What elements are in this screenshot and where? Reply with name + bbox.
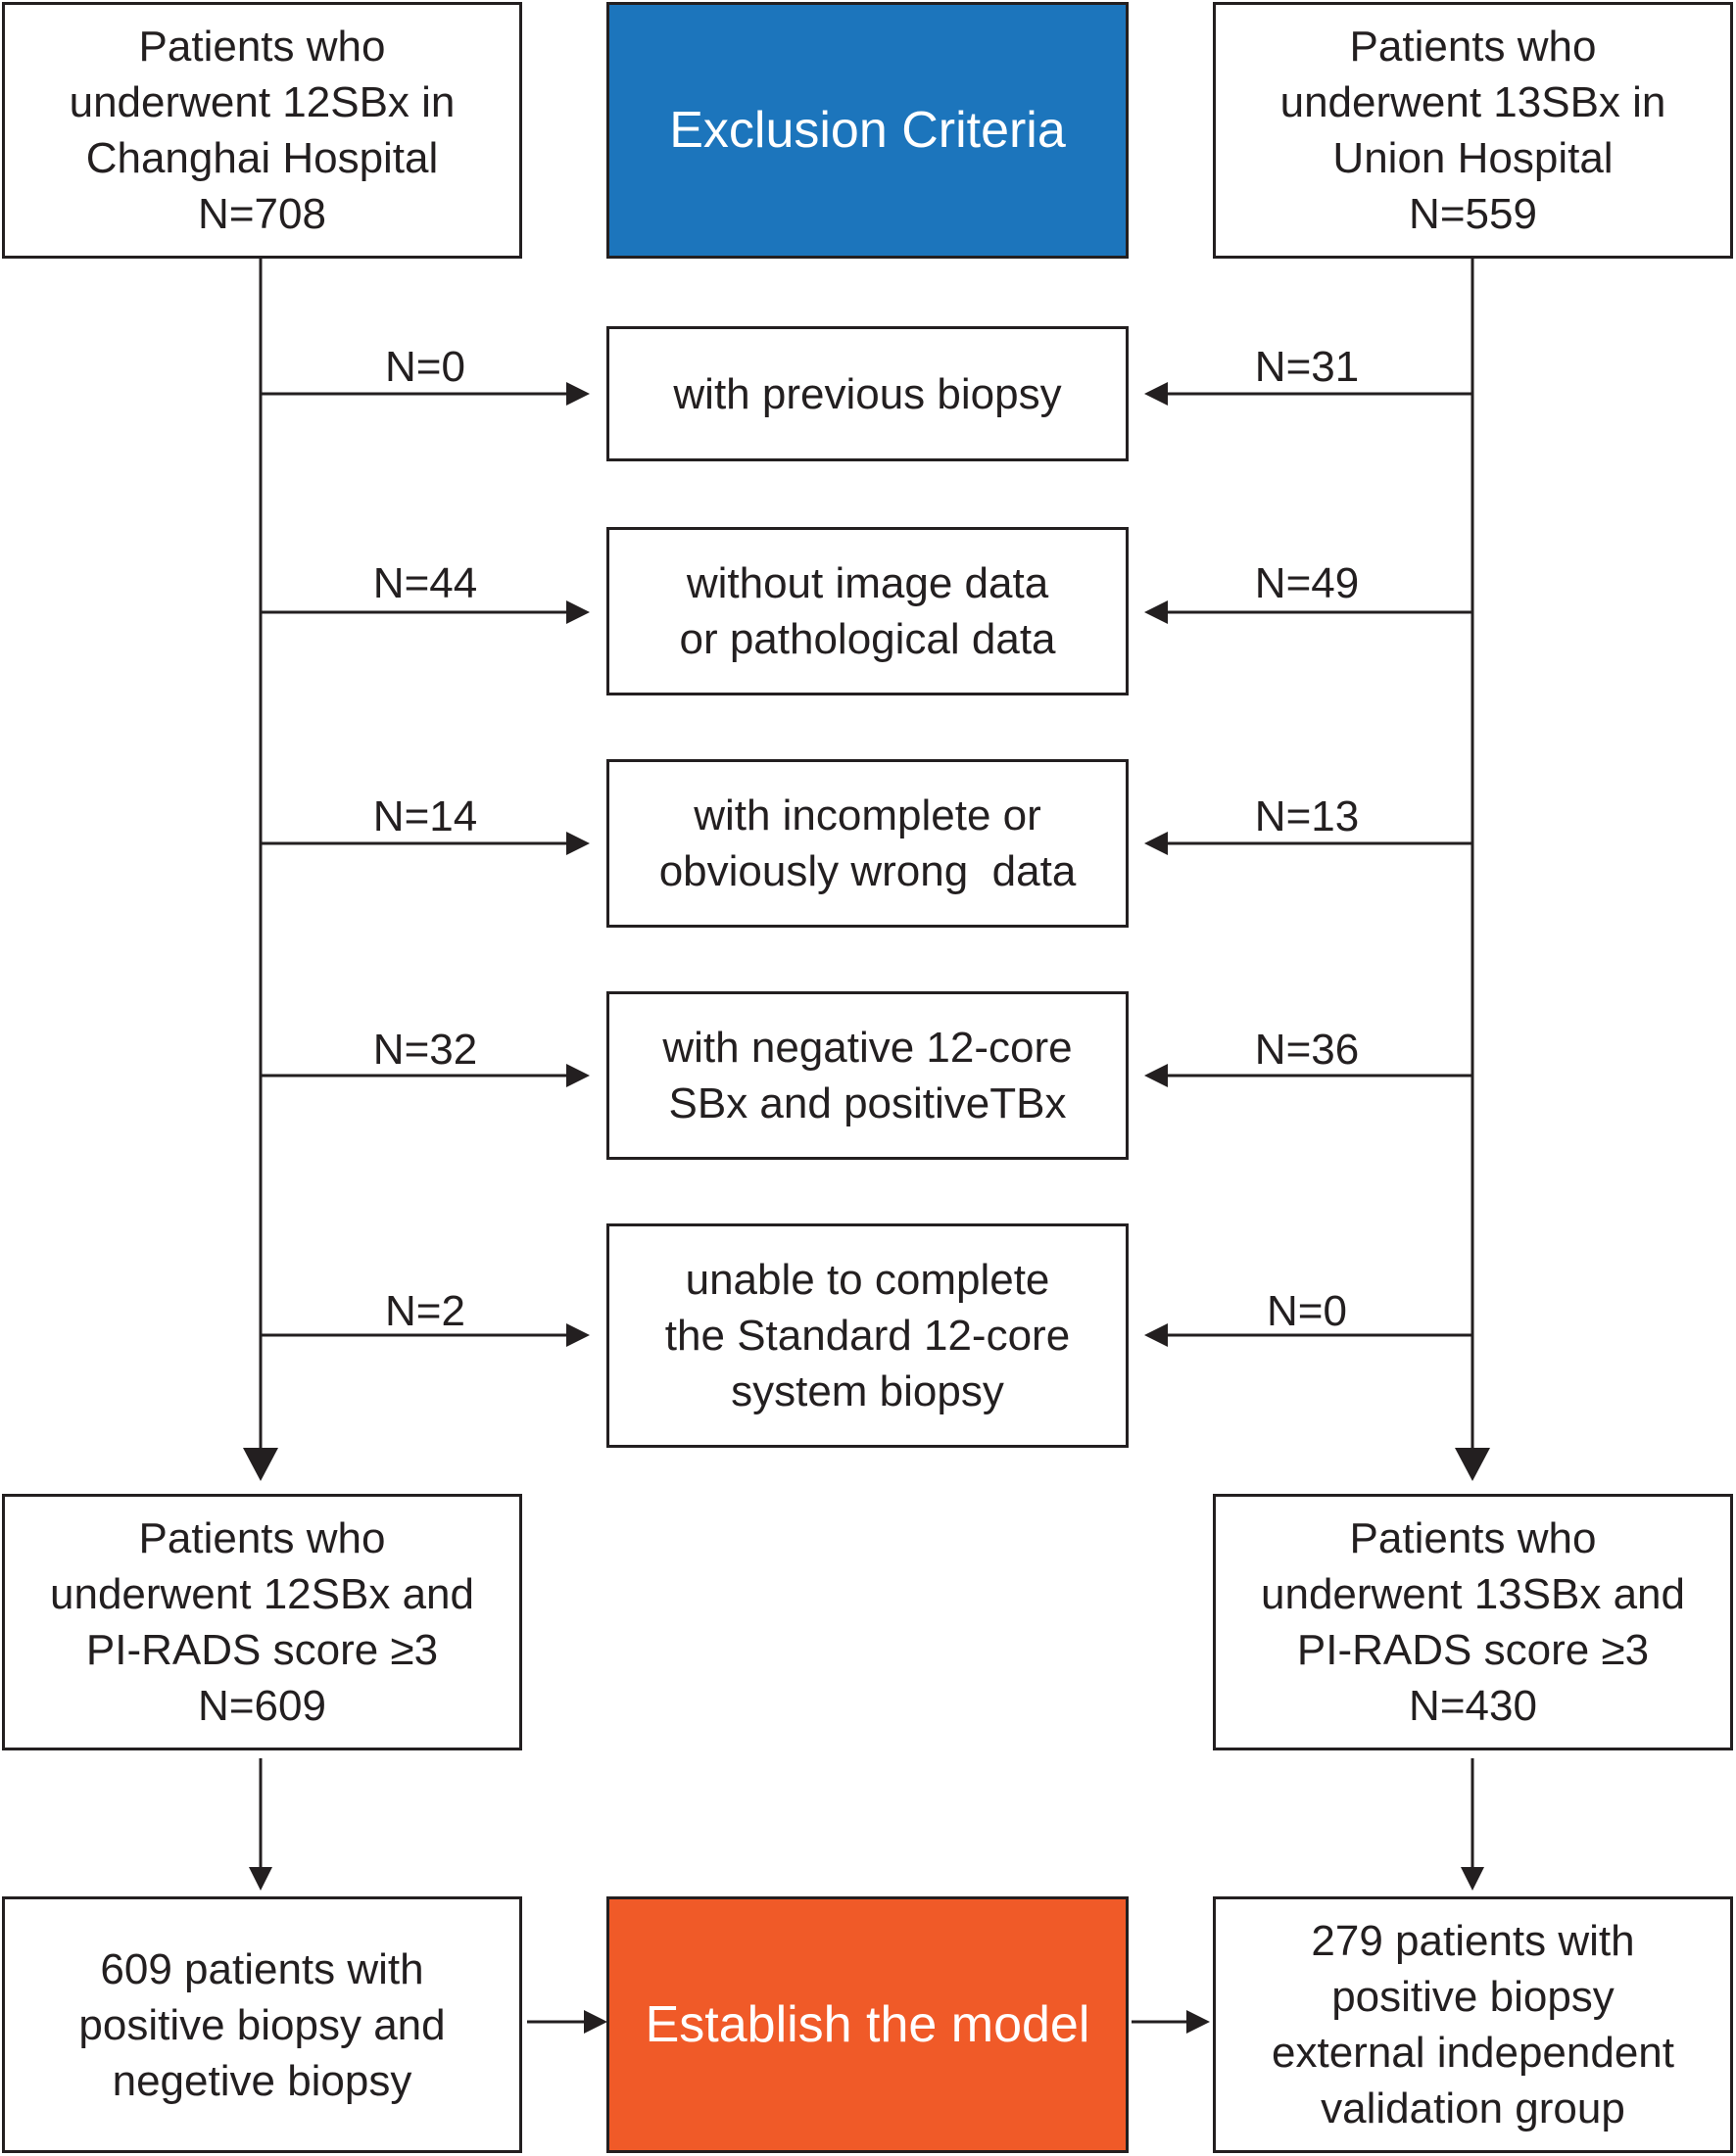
box-line: with negative 12-core xyxy=(662,1024,1073,1072)
left-branch-arrowhead xyxy=(566,1323,590,1347)
right-branch-arrowhead xyxy=(1144,600,1168,624)
left-excluded-count: N=2 xyxy=(385,1287,465,1335)
changhai-cohort-box: Patients who underwent 12SBx in Changhai… xyxy=(2,2,522,259)
box-line: positive biopsy and xyxy=(78,2000,446,2049)
box-line: PI-RADS score ≥3 xyxy=(85,1626,439,1674)
box-line: with previous biopsy xyxy=(673,369,1062,418)
box-line: the Standard 12-core xyxy=(664,1312,1071,1360)
box-line: Establish the model xyxy=(645,1995,1090,2053)
right-branch-arrowhead xyxy=(1144,832,1168,855)
box-line: with incomplete or xyxy=(694,791,1041,839)
criterion-box-unable-to-complete: unable to complete the Standard 12-core … xyxy=(606,1223,1129,1448)
criterion-box-missing-data: without image data or pathological data xyxy=(606,527,1129,695)
right-excluded-count: N=31 xyxy=(1254,343,1360,391)
left-excluded-count: N=44 xyxy=(372,559,478,607)
box-line: positive biopsy xyxy=(1331,1973,1615,2021)
box-line: without image data xyxy=(686,559,1049,607)
union-eligible-box: Patients who underwent 13SBx and PI-RADS… xyxy=(1213,1494,1733,1750)
box-line: Union Hospital xyxy=(1332,134,1614,182)
box-line: 279 patients with xyxy=(1311,1917,1635,1965)
box-line: underwent 12SBx in xyxy=(69,78,456,126)
box-line: Patients who xyxy=(138,1514,386,1562)
from-model-arrowhead xyxy=(1186,2010,1210,2034)
box-line: underwent 13SBx and xyxy=(1261,1570,1685,1618)
box-line: Exclusion Criteria xyxy=(669,101,1066,159)
establish-model-box: Establish the model xyxy=(606,1896,1129,2153)
box-line: Patients who xyxy=(138,23,386,71)
left-trunk-arrowhead xyxy=(243,1448,278,1481)
box-line: Patients who xyxy=(1349,1514,1597,1562)
box-line: obviously wrong data xyxy=(658,847,1077,895)
right-excluded-count: N=13 xyxy=(1254,792,1360,840)
box-line: system biopsy xyxy=(731,1367,1004,1415)
right-excluded-count: N=49 xyxy=(1254,559,1360,607)
criterion-box-previous-biopsy: with previous biopsy xyxy=(606,326,1129,461)
box-line: unable to complete xyxy=(685,1256,1050,1304)
left-branch-arrowhead xyxy=(566,382,590,406)
right-excluded-count: N=36 xyxy=(1254,1026,1360,1074)
box-line: N=430 xyxy=(1409,1682,1537,1730)
right-down-arrowhead xyxy=(1461,1867,1484,1891)
box-line: negetive biopsy xyxy=(112,2056,412,2105)
box-line: underwent 12SBx and xyxy=(50,1570,474,1618)
box-line: or pathological data xyxy=(679,615,1056,663)
right-branch-arrowhead xyxy=(1144,1064,1168,1087)
left-excluded-count: N=0 xyxy=(385,343,465,391)
box-line: validation group xyxy=(1321,2084,1625,2132)
box-line: N=609 xyxy=(198,1682,326,1730)
left-excluded-count: N=32 xyxy=(372,1026,478,1074)
box-line: Changhai Hospital xyxy=(85,134,439,182)
box-line: underwent 13SBx in xyxy=(1279,78,1666,126)
left-branch-arrowhead xyxy=(566,832,590,855)
left-down-arrowhead xyxy=(249,1867,272,1891)
box-line: N=708 xyxy=(198,190,326,238)
criterion-box-incomplete-data: with incomplete or obviously wrong data xyxy=(606,759,1129,928)
right-branch-arrowhead xyxy=(1144,382,1168,406)
validation-group-box: 279 patients with positive biopsy extern… xyxy=(1213,1896,1733,2153)
left-branch-arrowhead xyxy=(566,600,590,624)
left-excluded-count: N=14 xyxy=(372,792,478,840)
right-trunk-arrowhead xyxy=(1455,1448,1490,1481)
to-model-arrowhead xyxy=(584,2010,607,2034)
right-branch-arrowhead xyxy=(1144,1323,1168,1347)
box-line: Patients who xyxy=(1349,23,1597,71)
union-cohort-box: Patients who underwent 13SBx in Union Ho… xyxy=(1213,2,1733,259)
box-line: N=559 xyxy=(1409,190,1537,238)
box-line: external independent xyxy=(1272,2029,1674,2077)
box-line: PI-RADS score ≥3 xyxy=(1296,1626,1650,1674)
left-branch-arrowhead xyxy=(566,1064,590,1087)
exclusion-criteria-header: Exclusion Criteria xyxy=(606,2,1129,259)
criterion-box-negative-sbx: with negative 12-core SBx and positiveTB… xyxy=(606,991,1129,1160)
box-line: 609 patients with xyxy=(100,1944,424,1993)
training-cohort-box: 609 patients with positive biopsy and ne… xyxy=(2,1896,522,2153)
changhai-eligible-box: Patients who underwent 12SBx and PI-RADS… xyxy=(2,1494,522,1750)
box-line: SBx and positiveTBx xyxy=(668,1079,1067,1127)
right-excluded-count: N=0 xyxy=(1267,1287,1347,1335)
